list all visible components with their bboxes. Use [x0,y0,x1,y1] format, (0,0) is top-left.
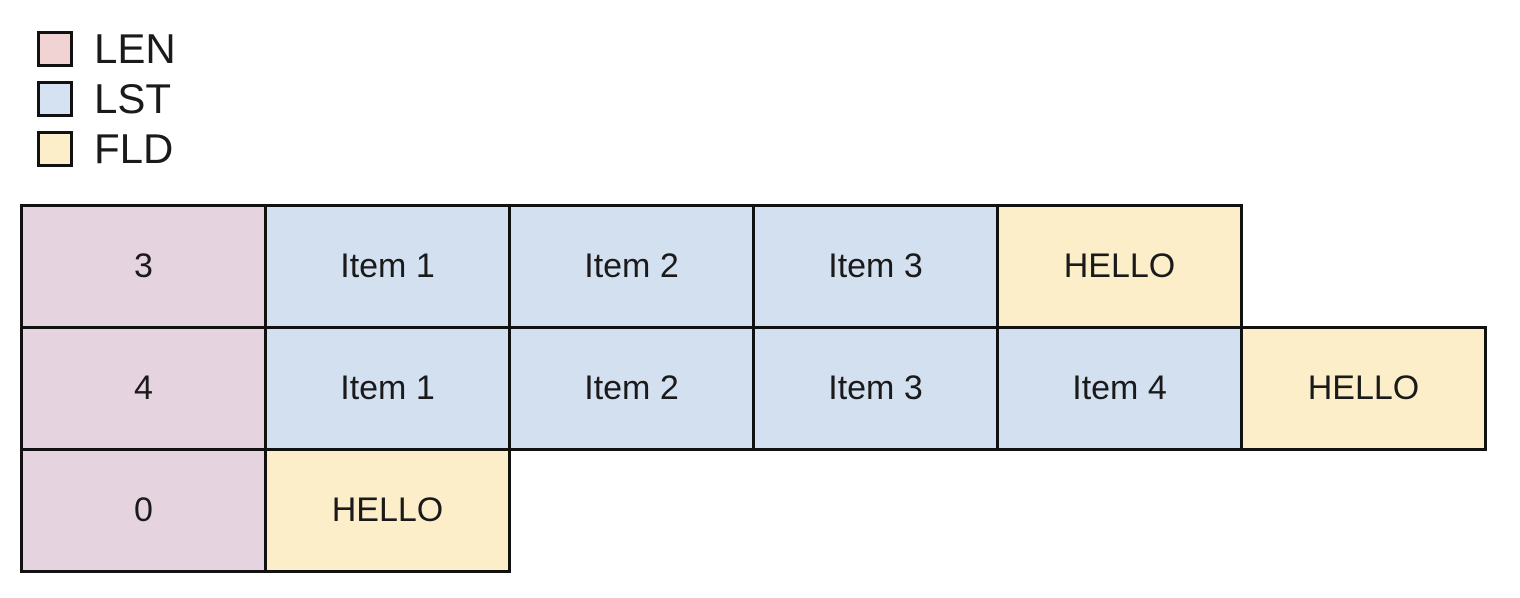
table-cell-len: 4 [20,326,267,451]
table-cell-lst: Item 3 [752,326,999,451]
table-cell-lst: Item 4 [996,326,1243,451]
legend-item-fld: FLD [37,124,437,174]
table-cell-lst: Item 1 [264,326,511,451]
table-cell-fld: HELLO [264,448,511,573]
table-cell-len: 0 [20,448,267,573]
legend-swatch-len [37,31,73,67]
table-cell-lst: Item 3 [752,204,999,329]
legend-item-label: FLD [94,125,174,172]
table-cell-fld: HELLO [996,204,1243,329]
legend-swatch-lst [37,81,73,117]
legend-swatch-fld [37,131,73,167]
table-cell-lst: Item 1 [264,204,511,329]
legend-item-label: LEN [94,25,176,72]
legend-item-len: LEN [37,24,437,74]
legend-item-label: LST [94,75,172,122]
table-cell-lst: Item 2 [508,204,755,329]
legend-item-lst: LST [37,74,437,124]
table-cell-fld: HELLO [1240,326,1487,451]
table-cell-lst: Item 2 [508,326,755,451]
table-cell-len: 3 [20,204,267,329]
